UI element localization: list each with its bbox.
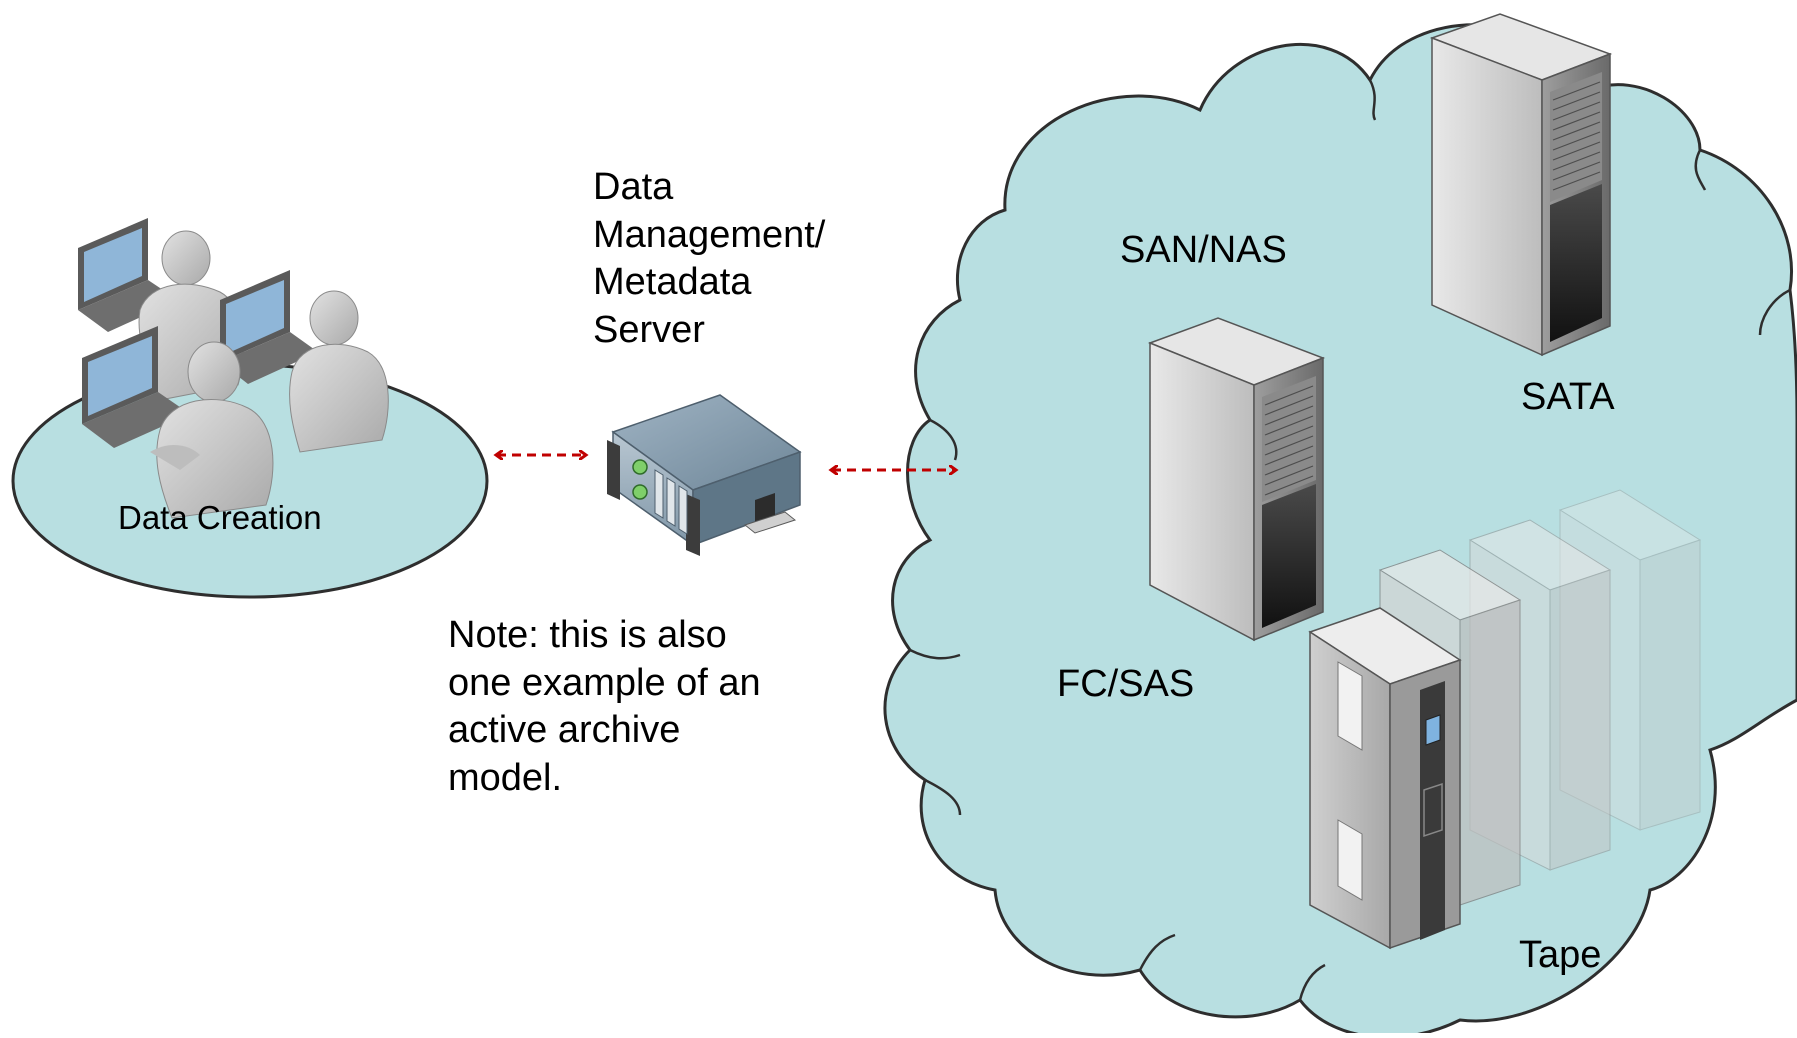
server-label-line: Metadata <box>593 261 752 303</box>
server-icon <box>607 394 802 556</box>
server-label-line: Server <box>593 308 705 351</box>
users-with-laptops-icon <box>78 218 389 519</box>
server-label-line: Management/ <box>593 213 826 256</box>
note-line: one example of an <box>448 661 761 704</box>
server-label-line: Data <box>593 166 674 208</box>
note-line: active archive <box>448 709 681 751</box>
sata-label: SATA <box>1521 376 1615 418</box>
fc-sas-rack-icon <box>1147 317 1326 642</box>
note-line: Note: this is also <box>448 614 727 656</box>
note-text: Note: this is also one example of an act… <box>448 612 828 802</box>
server-label: Data Management/ Metadata Server <box>593 164 893 354</box>
tape-label: Tape <box>1519 934 1602 976</box>
san-nas-label: SAN/NAS <box>1120 229 1287 271</box>
fc-sas-label: FC/SAS <box>1057 663 1195 705</box>
data-creation-label: Data Creation <box>118 499 322 536</box>
note-line: model. <box>448 756 563 799</box>
tape-library-icon <box>1308 489 1702 950</box>
sata-rack-icon <box>1429 13 1613 357</box>
